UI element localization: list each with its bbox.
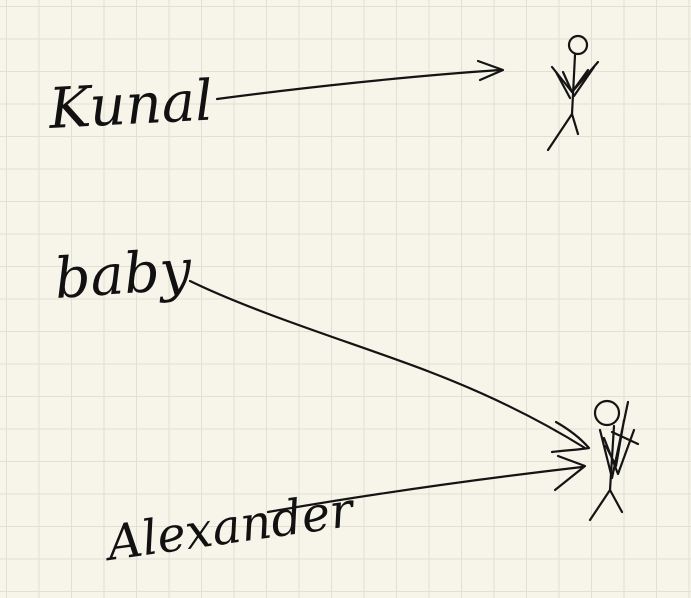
legs	[546, 112, 580, 152]
arms-scribble	[598, 400, 640, 480]
arrowhead-icon	[476, 59, 505, 82]
stick-figure-icon	[546, 34, 600, 152]
stick-figure-icon	[588, 399, 640, 522]
arrowhead-icon	[553, 454, 587, 492]
name-label-kunal: Kunal	[46, 68, 214, 142]
name-label-alexander: Alexander	[100, 482, 359, 573]
arm-scribble	[554, 65, 596, 100]
arrow-kunal-to-person	[215, 59, 505, 101]
arrow-line	[215, 68, 502, 101]
arrow-baby-to-person	[188, 279, 591, 454]
legs	[588, 488, 624, 522]
head	[567, 34, 589, 56]
arrow-alexander-to-person	[266, 454, 587, 514]
arrow-line	[188, 279, 587, 450]
arrowhead-icon	[550, 420, 591, 454]
body	[570, 53, 577, 116]
arrow-line	[266, 465, 584, 514]
name-label-baby: baby	[52, 237, 194, 311]
head	[593, 399, 621, 427]
